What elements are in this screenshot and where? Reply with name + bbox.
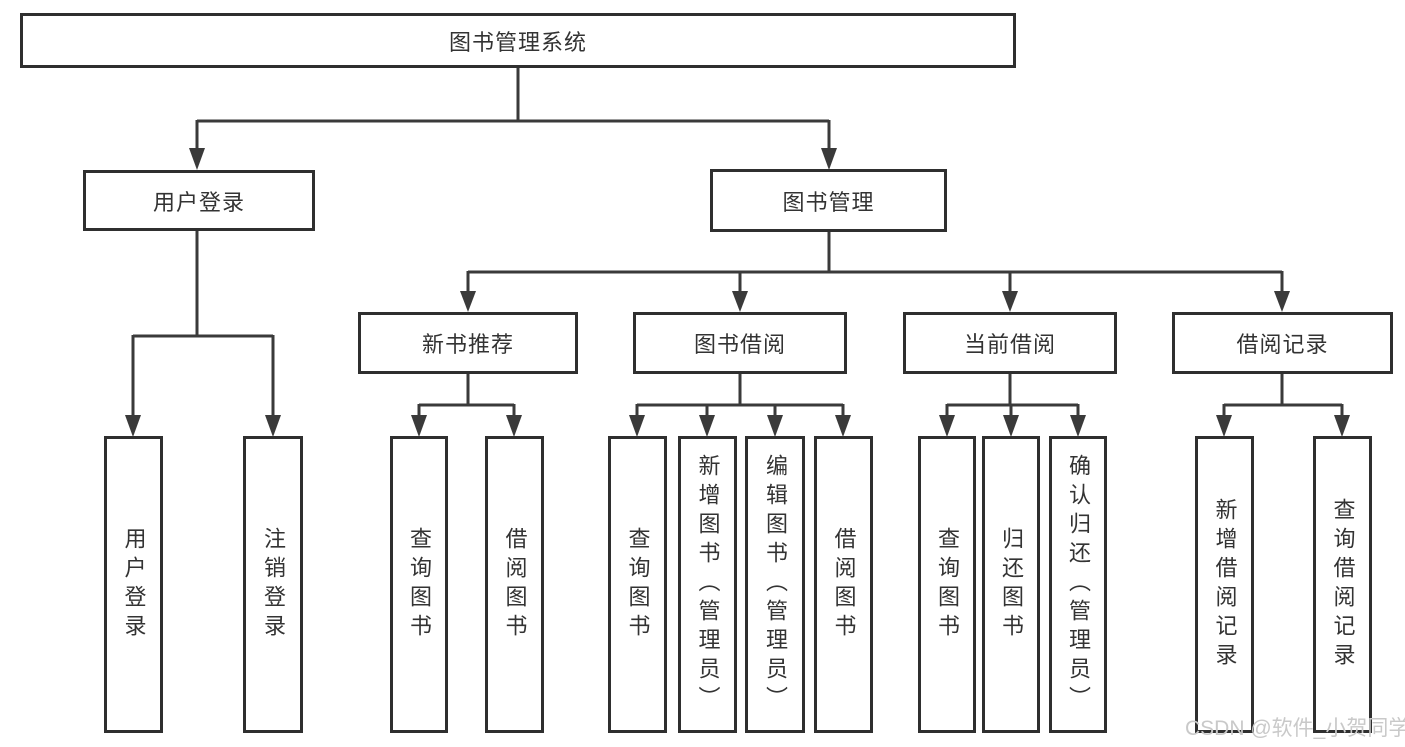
leaf-query-books-borrowing: 查询图书 bbox=[608, 436, 667, 733]
node-label: 查询图书 bbox=[625, 526, 651, 643]
leaf-query-books-current: 查询图书 bbox=[918, 436, 976, 733]
node-label: 确认归还（管理员） bbox=[1066, 454, 1091, 715]
node-book-management: 图书管理 bbox=[710, 169, 947, 232]
node-label: 查询借阅记录 bbox=[1330, 497, 1356, 672]
leaf-query-borrow-record: 查询借阅记录 bbox=[1313, 436, 1372, 733]
node-label: 借阅图书 bbox=[502, 526, 528, 643]
node-user-login: 用户登录 bbox=[83, 170, 315, 231]
leaf-return-books: 归还图书 bbox=[982, 436, 1040, 733]
node-label: 借阅图书 bbox=[831, 526, 857, 643]
node-label: 用户登录 bbox=[121, 526, 147, 643]
node-label: 图书管理 bbox=[782, 189, 875, 215]
leaf-borrow-books-recommend: 借阅图书 bbox=[485, 436, 544, 733]
leaf-logout: 注销登录 bbox=[243, 436, 303, 733]
node-label: 注销登录 bbox=[261, 526, 286, 643]
leaf-query-books-recommend: 查询图书 bbox=[390, 436, 448, 733]
node-label: 新增图书（管理员） bbox=[695, 454, 721, 715]
node-label: 图书管理系统 bbox=[448, 29, 587, 55]
connector-strokes bbox=[131, 68, 1344, 416]
node-label: 新增借阅记录 bbox=[1212, 497, 1238, 672]
node-label: 用户登录 bbox=[152, 189, 245, 215]
node-label: 查询图书 bbox=[407, 526, 432, 643]
node-new-book-recommend: 新书推荐 bbox=[358, 312, 578, 374]
leaf-add-borrow-record: 新增借阅记录 bbox=[1195, 436, 1254, 733]
node-label: 查询图书 bbox=[935, 526, 960, 643]
node-label: 借阅记录 bbox=[1236, 332, 1329, 357]
leaf-borrow-books: 借阅图书 bbox=[814, 436, 873, 733]
node-label: 归还图书 bbox=[999, 526, 1024, 643]
node-borrowing-records: 借阅记录 bbox=[1172, 312, 1393, 374]
node-label: 编辑图书（管理员） bbox=[763, 454, 788, 715]
csdn-watermark: CSDN @软件_小贺同学 bbox=[1185, 717, 1405, 740]
node-current-borrowing: 当前借阅 bbox=[903, 312, 1117, 374]
arrowheads bbox=[125, 148, 1350, 437]
node-book-borrowing: 图书借阅 bbox=[633, 312, 847, 374]
leaf-confirm-return-admin: 确认归还（管理员） bbox=[1049, 436, 1107, 733]
node-label: 图书借阅 bbox=[693, 332, 786, 357]
leaf-edit-books-admin: 编辑图书（管理员） bbox=[745, 436, 805, 733]
node-label: 新书推荐 bbox=[421, 332, 514, 357]
node-library-management-system: 图书管理系统 bbox=[20, 13, 1016, 68]
leaf-user-login: 用户登录 bbox=[104, 436, 163, 733]
node-label: 当前借阅 bbox=[963, 332, 1056, 357]
leaf-add-books-admin: 新增图书（管理员） bbox=[678, 436, 737, 733]
